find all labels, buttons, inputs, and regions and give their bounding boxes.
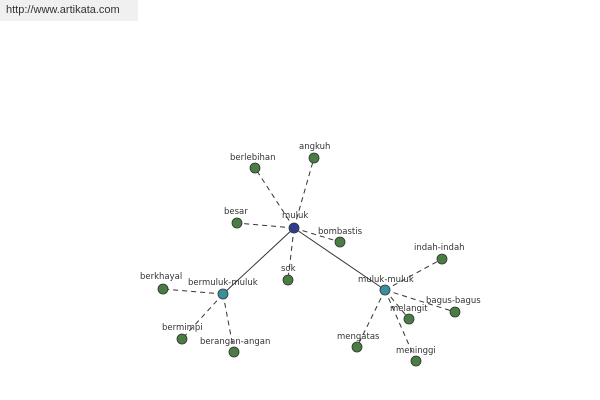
node-muluk[interactable] <box>288 222 300 234</box>
node-bagus-bagus[interactable] <box>449 306 461 318</box>
node-label-muluk: muluk <box>282 211 308 221</box>
node-berkhayal[interactable] <box>157 283 169 295</box>
node-berlebihan[interactable] <box>249 162 261 174</box>
nodes-layer <box>157 152 461 367</box>
source-url-label[interactable]: http://www.artikata.com <box>0 0 138 21</box>
node-indah-indah[interactable] <box>436 253 448 265</box>
edge-muluk-angkuh <box>293 157 315 229</box>
node-label-berlebihan: berlebihan <box>230 153 275 163</box>
node-label-bermimpi: bermimpi <box>162 323 203 333</box>
node-label-indah-indah: indah-indah <box>414 243 465 253</box>
edge-muluk-bermuluk-muluk <box>222 227 295 295</box>
node-label-besar: besar <box>224 207 248 217</box>
node-label-melangit: melangit <box>390 304 428 314</box>
node-label-muluk-muluk: muluk-muluk <box>358 275 414 285</box>
edge-muluk-muluk-melangit <box>384 289 410 320</box>
node-label-bermuluk-muluk: bermuluk-muluk <box>188 278 258 288</box>
node-bombastis[interactable] <box>334 236 346 248</box>
node-muluk-muluk[interactable] <box>379 284 391 296</box>
node-label-angkuh: angkuh <box>299 142 330 152</box>
edges-layer <box>162 157 456 362</box>
node-melangit[interactable] <box>403 313 415 325</box>
node-bermimpi[interactable] <box>176 333 188 345</box>
edge-muluk-bombastis <box>293 227 341 243</box>
node-meninggi[interactable] <box>410 355 422 367</box>
node-label-bombastis: bombastis <box>318 227 363 237</box>
edge-bermuluk-muluk-berkhayal <box>162 288 224 295</box>
edge-muluk-besar <box>236 222 295 229</box>
node-label-berkhayal: berkhayal <box>140 272 182 282</box>
edge-muluk-muluk-muluk <box>293 227 386 291</box>
edge-muluk-berlebihan <box>254 167 295 229</box>
edge-muluk-muluk-indah-indah <box>384 258 443 291</box>
node-label-mengatas: mengatas <box>337 332 380 342</box>
node-label-berangan-angan: berangan-angan <box>200 337 270 347</box>
node-bermuluk-muluk[interactable] <box>217 288 229 300</box>
node-berangan-angan[interactable] <box>228 346 240 358</box>
node-label-sok: sok <box>281 264 296 274</box>
edge-muluk-muluk-meninggi <box>384 289 417 362</box>
node-mengatas[interactable] <box>351 341 363 353</box>
node-besar[interactable] <box>231 217 243 229</box>
node-label-meninggi: meninggi <box>396 346 436 356</box>
labels-layer: muluk bermuluk-muluk muluk-muluk angkuh berl… <box>140 142 481 356</box>
edge-bermuluk-muluk-bermimpi <box>181 293 224 340</box>
node-label-bagus-bagus: bagus-bagus <box>426 296 481 306</box>
node-sok[interactable] <box>282 274 294 286</box>
node-angkuh[interactable] <box>308 152 320 164</box>
edge-bermuluk-muluk-berangan-angan <box>222 293 235 353</box>
edge-muluk-muluk-bagus-bagus <box>384 289 456 313</box>
edge-muluk-muluk-mengatas <box>356 289 386 348</box>
